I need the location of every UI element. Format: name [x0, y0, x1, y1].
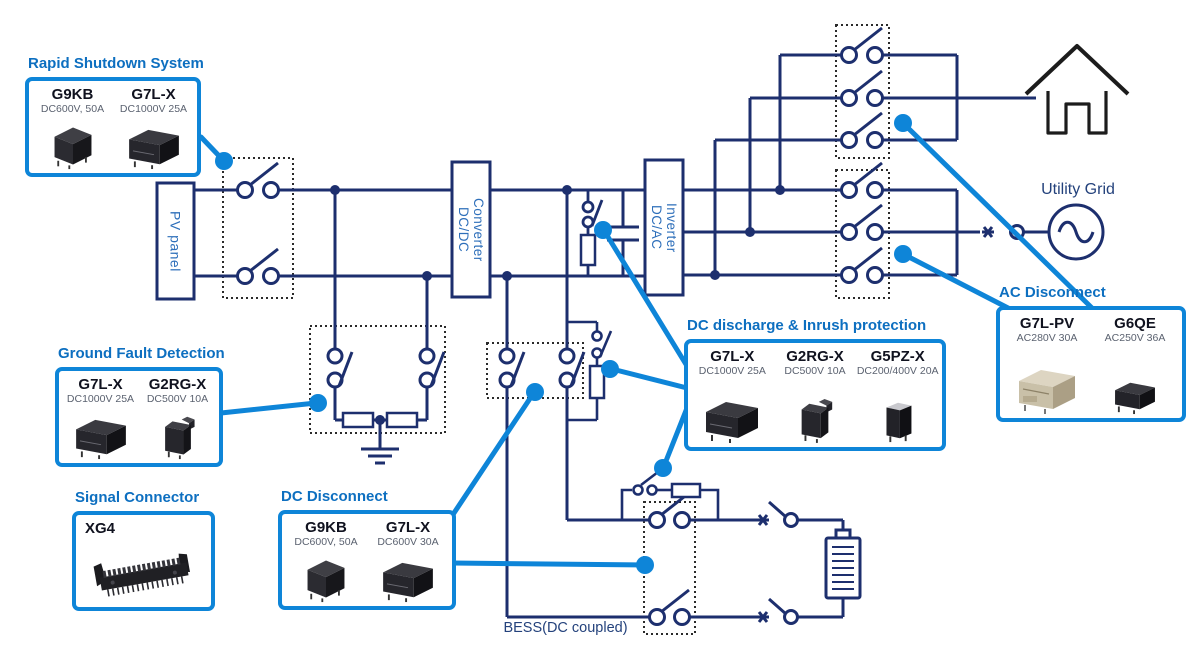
relay-tall-icon: [886, 402, 912, 443]
relay-upright-icon: [164, 416, 195, 460]
ground-fault-box: Ground Fault Detection G7L-X DC1000V 25A…: [55, 345, 225, 467]
relay-cube-icon: [307, 560, 345, 603]
signal-connector-box: Signal Connector XG4: [72, 489, 215, 611]
signal-connector-title: Signal Connector: [75, 489, 200, 506]
callout-dc-discharge-2: [609, 366, 690, 391]
connector-icon: [93, 553, 190, 597]
bess-discharge-circuit: [567, 320, 613, 422]
callout-dc-disconnect-2: [449, 560, 646, 568]
product-g7l-x: G7L-X DC600V 30A: [367, 519, 449, 603]
ground-fault-title: Ground Fault Detection: [58, 345, 225, 362]
ac-source-icon: [1047, 203, 1105, 261]
product-g7l-pv: G7L-PV AC280V 30A: [1003, 315, 1091, 415]
ac-disconnect-box: AC Disconnect G7L-PV AC280V 30A G6QE AC2…: [996, 284, 1186, 422]
dcdc-converter-block: [450, 160, 492, 299]
callout-lines: [198, 114, 1096, 574]
callout-ac-disconnect-2: [902, 252, 1013, 312]
product-g2rg-x: G2RG-X DC500V 10A: [139, 376, 216, 460]
product-g5pz-x: G5PZ-X DC200/400V 20A: [856, 348, 939, 444]
junction-dots: [330, 185, 785, 425]
relay-upright-icon: [801, 399, 833, 443]
backup-load-relay-bank: [840, 26, 884, 149]
callout-ground-fault: [218, 400, 319, 416]
utility-grid-label: Utility Grid: [1041, 181, 1115, 198]
relay-flat-icon: [128, 129, 179, 170]
rapid-shutdown-title: Rapid Shutdown System: [28, 55, 204, 72]
bess-breaker-top: [757, 500, 799, 528]
relay-flat-icon: [383, 562, 433, 603]
wires: [194, 53, 1049, 619]
relay-small-icon: [1115, 382, 1155, 415]
rapid-shutdown-box: Rapid Shutdown System G9KB DC600V, 50A G…: [25, 55, 204, 177]
pv-panel-block: [155, 181, 196, 301]
product-xg4: XG4: [79, 520, 208, 604]
pv-panel-label: PV panel: [167, 210, 184, 272]
relay-flat-icon: [75, 419, 126, 460]
rapid-shutdown-relay-outline: [222, 157, 294, 299]
product-g2rg-x: G2RG-X DC500V 10A: [774, 348, 857, 444]
product-g7l-x: G7L-X DC1000V 25A: [62, 376, 139, 460]
dc-discharge-title: DC discharge & Inrush protection: [687, 317, 927, 334]
battery-icon: [824, 528, 862, 600]
precharge-circuit: [620, 470, 720, 520]
dc-disconnect-title: DC Disconnect: [281, 488, 388, 505]
grid-relay-outline: [835, 169, 890, 299]
product-g9kb: G9KB DC600V, 50A: [32, 86, 113, 170]
product-g7l-x: G7L-X DC1000V 25A: [691, 348, 774, 444]
dcac-inverter-block: [643, 158, 685, 297]
callout-dc-disconnect-1: [449, 391, 536, 519]
product-g9kb: G9KB DC600V, 50A: [285, 519, 367, 603]
callout-dc-discharge-1: [602, 229, 690, 369]
product-g6qe: G6QE AC250V 36A: [1091, 315, 1179, 415]
relay-flat-icon: [706, 402, 759, 443]
dc-disconnect-switches: [498, 347, 586, 389]
bess-relay-switches: [648, 491, 691, 626]
ground-icon: [361, 447, 399, 465]
rapid-shutdown-switches: [236, 161, 280, 285]
relay-beige-icon: [1019, 370, 1075, 414]
dc-link-discharge-circuit: [579, 190, 604, 276]
ground-fault-circuit: [326, 347, 446, 448]
ac-disconnect-title: AC Disconnect: [999, 284, 1106, 301]
product-g7l-x: G7L-X DC1000V 25A: [113, 86, 194, 170]
bess-label: BESS(DC coupled): [503, 620, 628, 636]
ground-fault-relay-outline: [309, 325, 446, 434]
dc-discharge-box: DC discharge & Inrush protection G7L-X D…: [684, 317, 946, 451]
bess-breaker-bottom: [757, 597, 799, 625]
dc-disconnect-box: DC Disconnect G9KB DC600V, 50A G7L-X DC6…: [278, 488, 456, 610]
callout-dc-discharge-3: [661, 405, 690, 469]
backup-load-relay-outline: [835, 24, 890, 159]
relay-cube-icon: [54, 127, 91, 170]
grid-relay-bank: [840, 161, 884, 284]
callout-ac-disconnect-1: [902, 122, 1096, 312]
house-icon: [1024, 44, 1130, 135]
